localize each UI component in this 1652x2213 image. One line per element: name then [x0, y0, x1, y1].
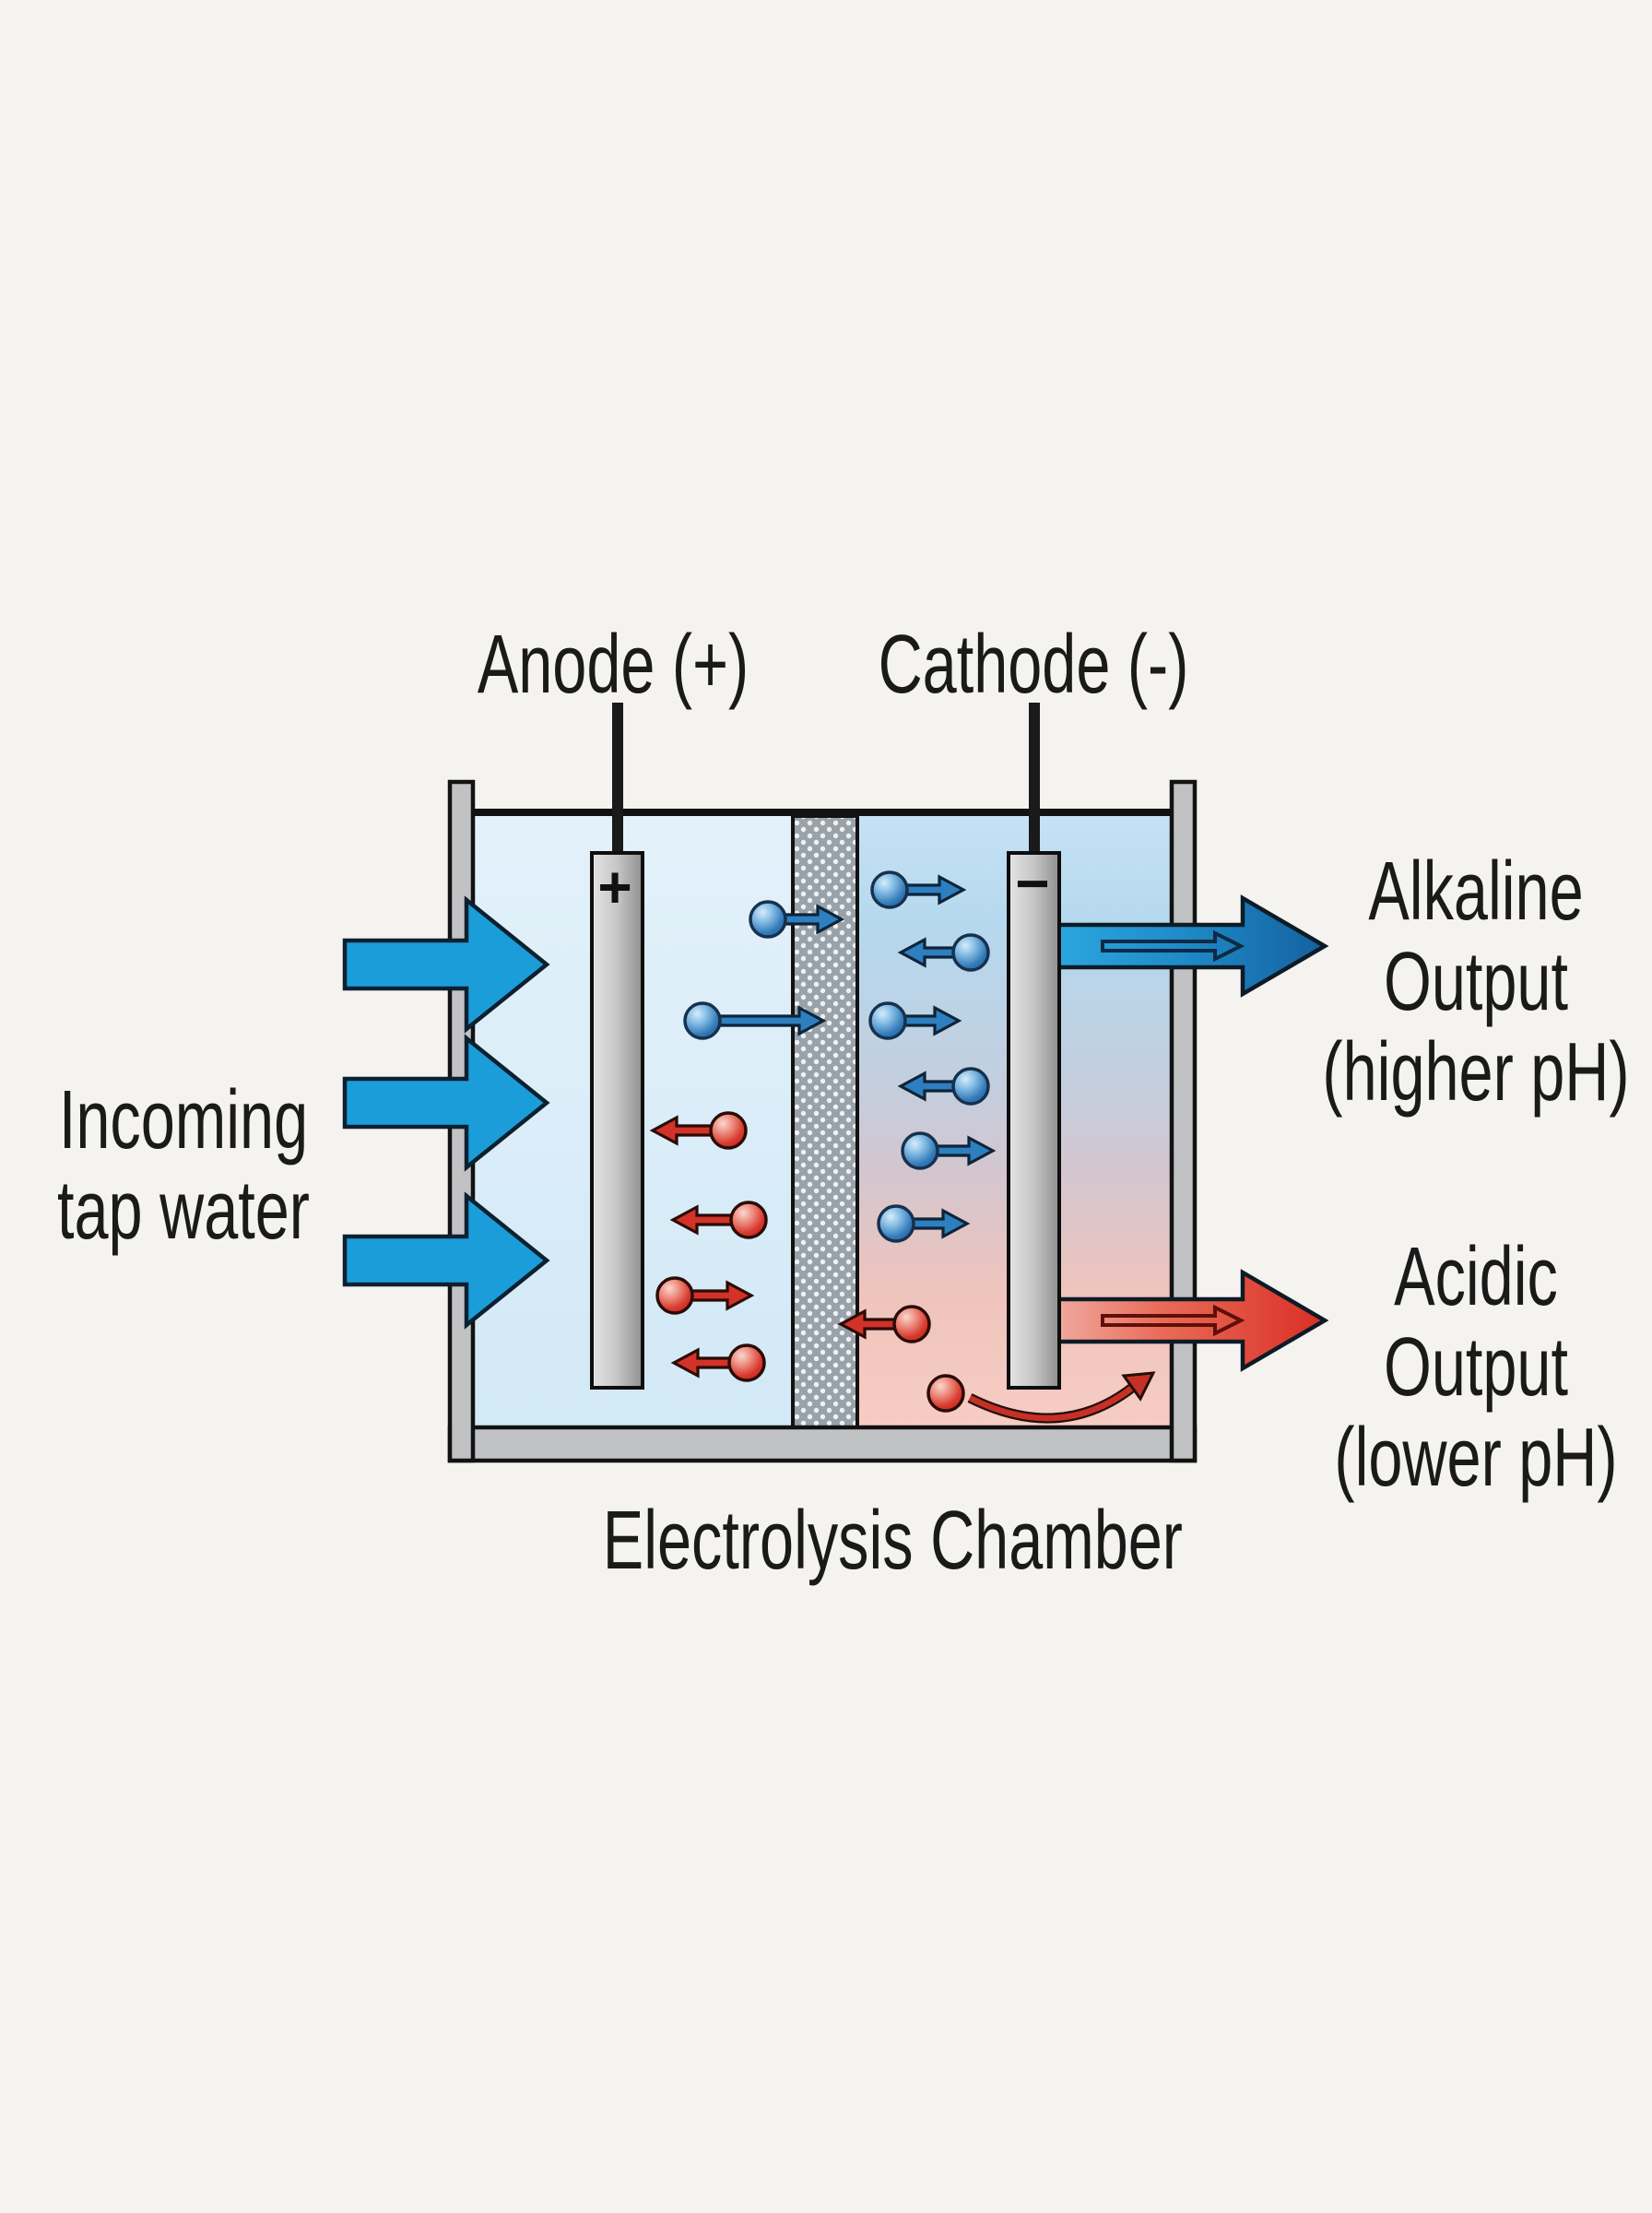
anode-plus-sign: + [597, 854, 631, 920]
chamber-title: Electrolysis Chamber [524, 1495, 1183, 1587]
cathode-electrode: − [1007, 703, 1061, 1390]
alkaline-output-label: Alkaline Output (higher pH) [1322, 846, 1630, 1118]
incoming-tap-water-label: Incoming tap water [57, 1074, 310, 1257]
cathode-label: Cathode (-) [812, 620, 1255, 710]
tank-bottom-wall [447, 1425, 1198, 1463]
blue-ion [868, 1001, 962, 1040]
cathode-wire [1029, 703, 1040, 856]
anode-electrode: + [590, 703, 644, 1390]
blue-ion [901, 1131, 997, 1170]
anode-wire [612, 703, 623, 856]
blue-ion [749, 900, 845, 939]
red-ion [669, 1201, 768, 1239]
incoming-water-arrows [342, 895, 550, 1330]
inflow-arrow [342, 1034, 550, 1172]
blue-ion [870, 870, 967, 909]
red-ion [655, 1276, 755, 1315]
blue-ion [877, 1204, 971, 1243]
anode-label-text: Anode (+) [477, 619, 749, 711]
chamber-title-text: Electrolysis Chamber [602, 1495, 1183, 1587]
inflow-arrow [342, 1191, 550, 1330]
red-ion [926, 1371, 1156, 1424]
cathode-label-text: Cathode (-) [878, 619, 1189, 711]
acidic-output-arrow [1054, 1269, 1329, 1372]
blue-ion [897, 933, 990, 972]
alkaline-output-arrow [1054, 894, 1329, 998]
red-ion [837, 1305, 931, 1343]
red-ion [649, 1111, 748, 1150]
ions-anode-side [649, 900, 845, 1382]
anode-label: Anode (+) [392, 620, 834, 710]
blue-ion [897, 1067, 990, 1106]
cathode-minus-sign: − [1015, 850, 1049, 917]
flow-direction-icon [1101, 1304, 1245, 1337]
flow-direction-icon [1101, 929, 1245, 963]
water-surface-line [473, 809, 1172, 816]
ion-membrane [791, 814, 859, 1429]
acidic-output-label: Acidic Output (lower pH) [1334, 1231, 1618, 1504]
blue-ion [683, 1001, 827, 1040]
red-ion [670, 1343, 766, 1382]
ions-cathode-side [837, 870, 1156, 1424]
tank-right-wall [1169, 779, 1198, 1463]
inflow-arrow [342, 895, 550, 1034]
